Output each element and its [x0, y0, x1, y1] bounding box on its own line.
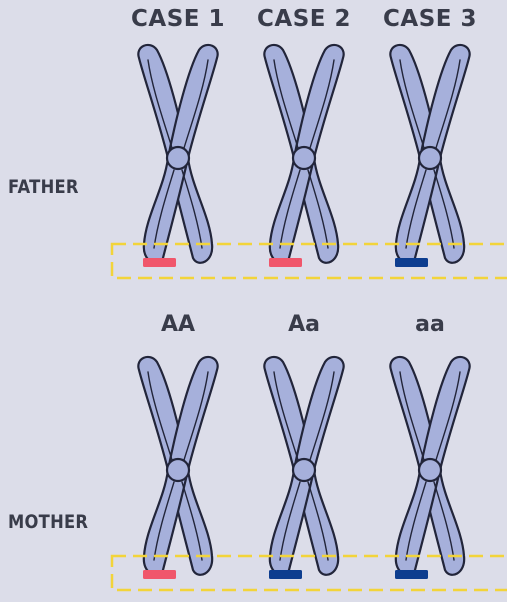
recessive-allele-band — [395, 570, 428, 579]
centromere — [167, 147, 189, 169]
centromere — [293, 459, 315, 481]
chromosome-father-case-3 — [390, 45, 469, 267]
chromosome-mother-case-2 — [264, 357, 343, 579]
dominant-allele-band — [269, 258, 302, 267]
centromere — [293, 147, 315, 169]
centromere — [419, 459, 441, 481]
recessive-allele-band — [269, 570, 302, 579]
chromosome-father-case-1 — [138, 45, 217, 267]
dominant-allele-band — [143, 570, 176, 579]
recessive-allele-band — [395, 258, 428, 267]
centromere — [167, 459, 189, 481]
chromosome-mother-case-3 — [390, 357, 469, 579]
chromosome-mother-case-1 — [138, 357, 217, 579]
dominant-allele-band — [143, 258, 176, 267]
centromere — [419, 147, 441, 169]
chromosome-father-case-2 — [264, 45, 343, 267]
